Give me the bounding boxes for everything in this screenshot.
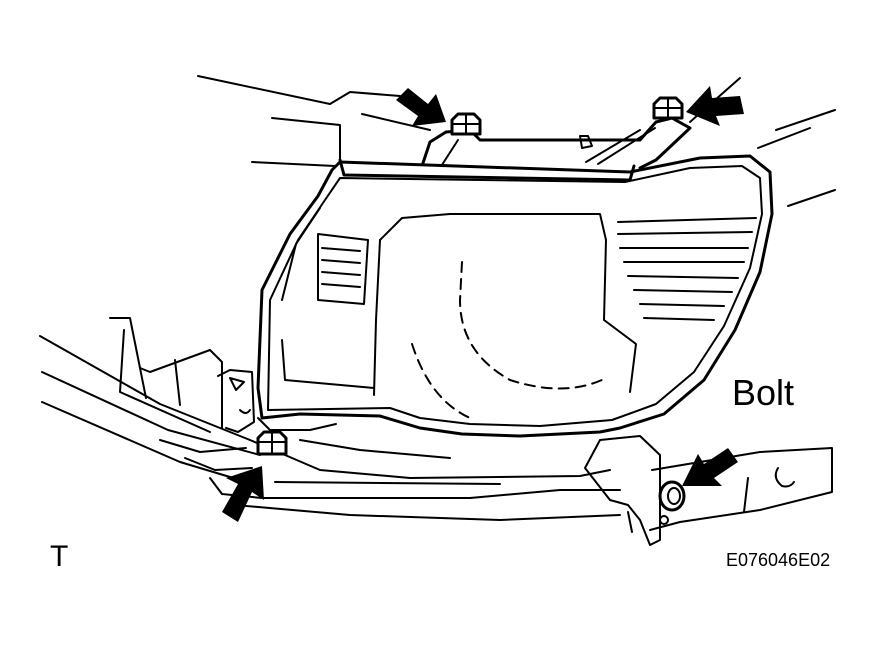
bracket-hook [774, 467, 795, 488]
reflector-outline [373, 239, 381, 396]
rail-line [184, 457, 253, 471]
arrow-icon [222, 466, 264, 522]
fender-line [174, 359, 181, 406]
reflector-outline [281, 207, 321, 301]
rail-line [209, 477, 621, 499]
headlamp-inner-edge [267, 165, 763, 427]
bolt-icon [256, 430, 288, 456]
corner-mark: T [50, 540, 69, 573]
bolt-icon [658, 480, 686, 512]
bracket-edge [439, 139, 459, 169]
body-line [251, 161, 336, 167]
bolt-icon [450, 112, 482, 136]
beam-circle-dashed [411, 343, 471, 419]
reflector-outline [379, 213, 637, 393]
rail-line [41, 371, 261, 456]
grille-frame [317, 233, 369, 305]
lens-ribs [617, 217, 757, 321]
headlamp-skirt [257, 417, 337, 431]
bolt-icon [652, 96, 684, 120]
body-line [775, 109, 836, 131]
fender-line [139, 367, 147, 399]
rail-line [39, 335, 251, 441]
bracket-tab [579, 135, 593, 149]
lens-rib [617, 231, 753, 235]
bracket-clip [229, 377, 245, 391]
body-line [787, 189, 836, 207]
arrow-icon [396, 88, 446, 126]
fender-line [119, 329, 211, 433]
grille-line [321, 247, 361, 252]
left-lower-bracket [217, 369, 255, 433]
body-line [757, 127, 811, 149]
bracket-plate [649, 447, 833, 531]
bracket-outline [217, 369, 255, 433]
top-mounting-bracket [420, 116, 692, 170]
rail-line [274, 481, 501, 485]
rail-line [41, 401, 241, 481]
lower-support-rails [39, 335, 833, 546]
reflector-outline [281, 339, 375, 389]
bolt-callout-label: Bolt [732, 372, 795, 413]
grille-line [321, 259, 361, 264]
rail-line [249, 439, 611, 479]
headlamp-assembly [256, 154, 774, 438]
body-line [271, 117, 341, 161]
lens-rib [639, 303, 725, 307]
bracket-clip [239, 409, 251, 414]
rail-line [299, 439, 451, 459]
lens-rib [633, 289, 733, 293]
lens-rib [617, 217, 757, 223]
rail-line [234, 504, 621, 521]
bracket-plate [584, 435, 661, 546]
bracket-plate [743, 477, 749, 513]
arrow-icon [682, 448, 738, 486]
headlamp-top-rim [338, 158, 636, 182]
arrow-icon [686, 86, 744, 126]
bracket-edge [585, 129, 641, 163]
headlamp-lens [256, 154, 774, 438]
grille-line [321, 283, 361, 288]
grille-line [321, 271, 361, 276]
bracket-hole [659, 515, 669, 525]
lens-rib [627, 275, 739, 279]
figure-code: E076046E02 [726, 550, 831, 570]
beam-circle-dashed [458, 261, 607, 390]
bracket-edge [597, 127, 656, 165]
body-line [361, 113, 431, 131]
bracket-outline [420, 116, 692, 170]
bracket-plate [627, 511, 633, 533]
lens-rib [643, 317, 715, 321]
rail-line [159, 439, 247, 453]
turn-lamp-grille [317, 233, 369, 305]
fender-line [109, 317, 223, 429]
body-line [197, 75, 331, 105]
